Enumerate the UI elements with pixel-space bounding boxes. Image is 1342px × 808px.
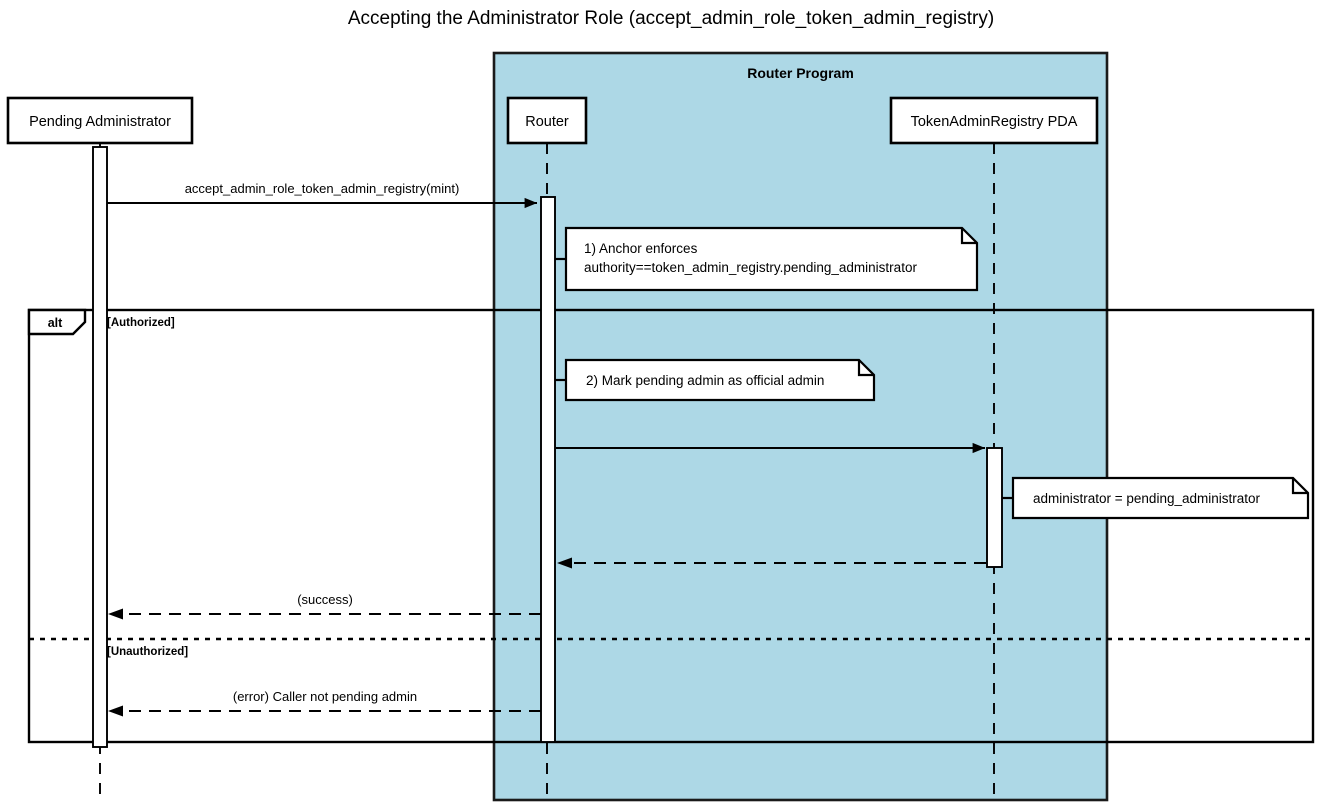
alt-fragment-box	[27, 308, 1315, 744]
activation-token-admin-registry-pda	[986, 447, 1003, 568]
participant-label-token-admin-registry-pda: TokenAdminRegistry PDA	[911, 114, 1078, 130]
note-fold-mark-pending-admin	[857, 360, 874, 377]
participant-router[interactable]: Router	[506, 96, 588, 145]
participant-pending-administrator[interactable]: Pending Administrator	[6, 96, 194, 145]
message-error: (error) Caller not pending admin	[108, 689, 541, 717]
note-body-mark-pending-admin	[564, 358, 876, 402]
alt-fragment-kind-label: alt	[48, 316, 63, 330]
participant-box-router[interactable]	[506, 96, 588, 145]
note-administrator-assignment: administrator = pending_administrator	[1002, 476, 1310, 520]
alt-guard-unauthorized: [Unauthorized]	[107, 646, 188, 658]
participant-label-pending-administrator: Pending Administrator	[29, 114, 171, 130]
alt-guard-authorized: [Authorized]	[107, 317, 175, 329]
note-body-administrator-assignment	[1011, 476, 1310, 520]
participant-box-pending-administrator[interactable]	[6, 96, 194, 145]
message-arrowhead-error	[108, 705, 123, 717]
activation-router	[540, 196, 556, 743]
note-fold-anchor-enforces	[960, 228, 977, 245]
message-arrowhead-registry-return	[557, 557, 572, 569]
activation-pending-administrator	[92, 146, 108, 748]
message-arrowhead-success	[108, 608, 123, 620]
message-label-error: (error) Caller not pending admin	[233, 689, 417, 704]
message-registry-return	[557, 557, 986, 569]
note-line-mark-pending-admin-0: 2) Mark pending admin as official admin	[586, 373, 824, 388]
message-success: (success)	[108, 592, 541, 620]
note-body-anchor-enforces	[564, 226, 979, 292]
note-line-administrator-assignment-0: administrator = pending_administrator	[1033, 491, 1260, 506]
participant-box-token-admin-registry-pda[interactable]	[889, 96, 1099, 145]
note-line-anchor-enforces-1: authority==token_admin_registry.pending_…	[584, 260, 917, 275]
group-label-router-program: Router Program	[747, 65, 854, 81]
alt-fragment-tab	[27, 308, 87, 336]
message-label-success: (success)	[297, 592, 353, 607]
note-fold-administrator-assignment	[1291, 478, 1308, 495]
group-box-router-program	[492, 51, 1109, 802]
note-line-anchor-enforces-0: 1) Anchor enforces	[584, 241, 698, 256]
participant-label-router: Router	[525, 114, 569, 130]
page-title: Accepting the Administrator Role (accept…	[348, 8, 994, 29]
note-anchor-enforces: 1) Anchor enforces authority==token_admi…	[555, 226, 979, 292]
message-accept-admin-role: accept_admin_role_token_admin_registry(m…	[107, 181, 538, 209]
message-label-accept-admin-role: accept_admin_role_token_admin_registry(m…	[185, 181, 460, 196]
participant-token-admin-registry-pda[interactable]: TokenAdminRegistry PDA	[889, 96, 1099, 145]
note-mark-pending-admin: 2) Mark pending admin as official admin	[555, 358, 876, 402]
